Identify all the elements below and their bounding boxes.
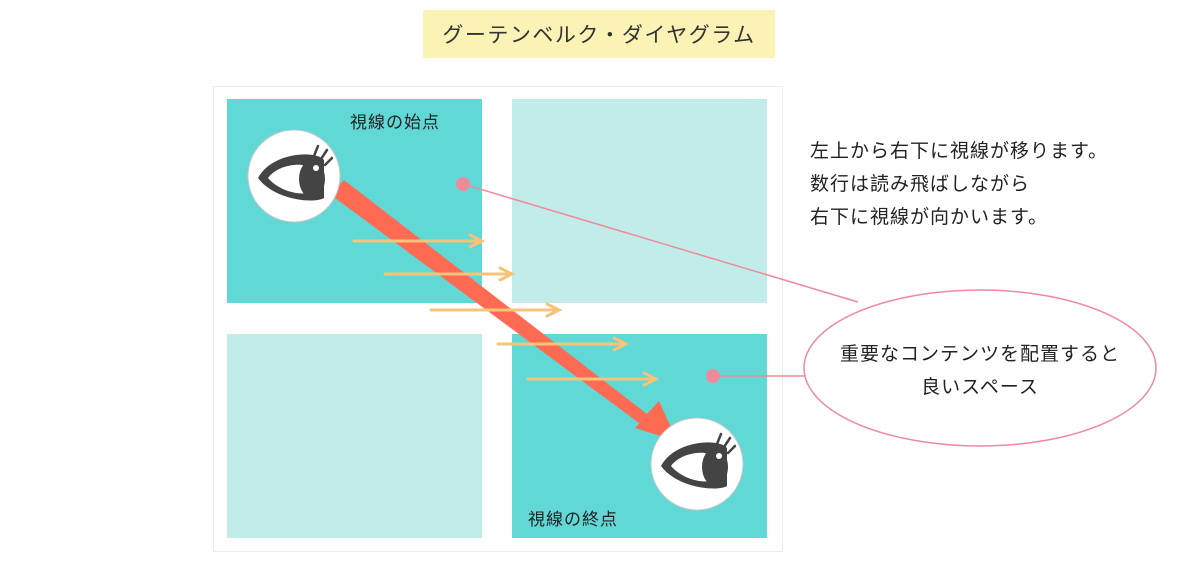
description-text: 左上から右下に視線が移ります。 数行は読み飛ばしながら 右下に視線が向かいます。: [810, 135, 1108, 234]
eye-icon: [650, 417, 744, 511]
diagram-title: グーテンベルク・ダイヤグラム: [423, 10, 775, 58]
scan-arrow-3: [429, 302, 563, 318]
scan-arrows: [352, 233, 660, 387]
scan-arrow-1: [352, 233, 486, 249]
label-end-point: 視線の終点: [528, 510, 618, 530]
description-line-3: 右下に視線が向かいます。: [810, 206, 1049, 228]
callout-line-2: 良いスペース: [921, 376, 1039, 398]
scan-arrow-2: [383, 266, 516, 282]
description-line-2: 数行は読み飛ばしながら: [810, 173, 1031, 195]
callout-dot-top-right: [456, 177, 470, 191]
quadrant-top-right: [512, 99, 767, 303]
description-line-1: 左上から右下に視線が移ります。: [810, 140, 1109, 162]
quadrant-bottom-left: [227, 334, 482, 538]
scan-arrow-4: [496, 336, 630, 352]
callout-line-1: 重要なコンテンツを配置すると: [839, 343, 1120, 365]
callout-connector-top: [462, 183, 859, 303]
callout-dot-bottom-right: [706, 369, 720, 383]
eye-icon: [247, 129, 341, 223]
callout-ellipse: [803, 289, 1157, 447]
scan-arrow-5: [526, 371, 660, 387]
callout-text: 重要なコンテンツを配置すると 良いスペース: [806, 338, 1154, 404]
label-start-point: 視線の始点: [350, 113, 440, 133]
